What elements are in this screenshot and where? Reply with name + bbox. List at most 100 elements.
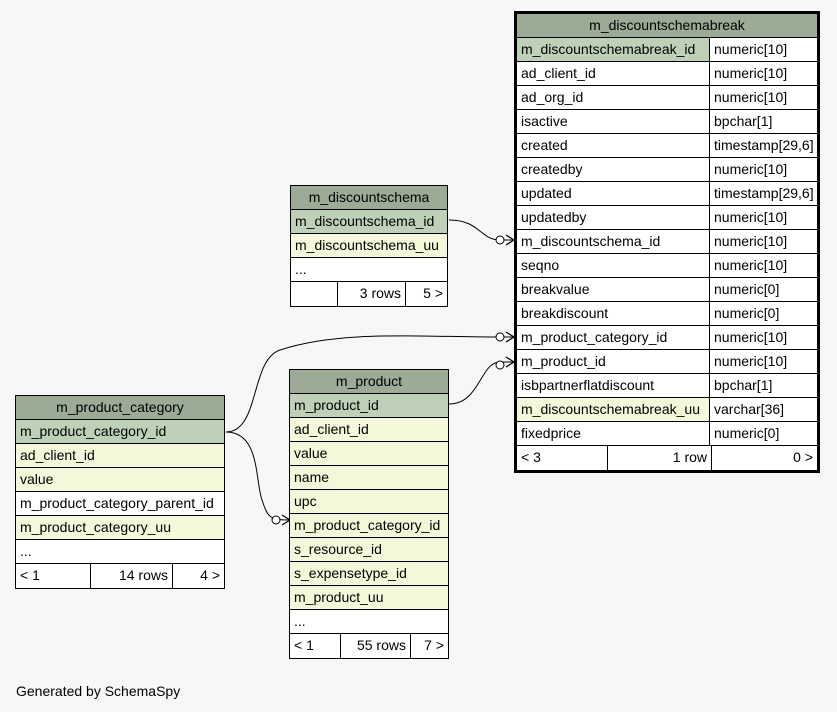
table-row[interactable]: ad_client_id bbox=[16, 444, 224, 468]
footer-row-count: 3 rows bbox=[337, 282, 405, 306]
table-row[interactable]: s_resource_id bbox=[290, 538, 448, 562]
table-row[interactable]: isbpartnerflatdiscount bpchar[1] bbox=[517, 374, 817, 398]
footer-prev-link[interactable] bbox=[291, 282, 337, 306]
column-name: value bbox=[294, 445, 328, 461]
column-name: ad_org_id bbox=[521, 89, 584, 105]
column-type: numeric[0] bbox=[709, 422, 817, 445]
table-columns: m_discountschema_id m_discountschema_uu..… bbox=[291, 210, 447, 306]
table-row[interactable]: ad_client_id bbox=[290, 418, 448, 442]
rel-marker bbox=[495, 235, 505, 245]
table-row[interactable]: value bbox=[16, 468, 224, 492]
column-type: numeric[10] bbox=[709, 158, 817, 181]
table-row[interactable]: m_discountschema_id bbox=[291, 210, 447, 234]
table-row[interactable]: m_discountschemabreak_uu varchar[36] bbox=[517, 398, 817, 422]
column-name: isactive bbox=[521, 113, 568, 129]
column-name: s_resource_id bbox=[294, 541, 382, 557]
column-type: bpchar[1] bbox=[709, 110, 817, 133]
table-row[interactable]: m_discountschema_uu bbox=[291, 234, 447, 258]
footer-prev-link[interactable]: < 3 bbox=[521, 449, 541, 465]
column-name: name bbox=[294, 469, 330, 485]
column-type: numeric[10] bbox=[709, 350, 817, 373]
table-title: m_product bbox=[290, 370, 448, 394]
rel-marker bbox=[495, 332, 505, 342]
column-name: m_product_id bbox=[521, 353, 606, 369]
column-name: m_discountschemabreak_id bbox=[521, 41, 696, 57]
column-name: m_product_category_id bbox=[521, 329, 668, 345]
footer-prev-link[interactable]: < 1 bbox=[294, 637, 314, 653]
column-type: timestamp[29,6] bbox=[709, 134, 817, 157]
table-title: m_discountschema bbox=[291, 186, 447, 210]
column-type: varchar[36] bbox=[709, 398, 817, 421]
column-type: numeric[0] bbox=[709, 278, 817, 301]
column-name: isbpartnerflatdiscount bbox=[521, 377, 655, 393]
table-row[interactable]: ... bbox=[290, 610, 448, 634]
column-name: s_expensetype_id bbox=[294, 565, 407, 581]
column-name: m_product_category_id bbox=[294, 517, 441, 533]
table-row[interactable]: m_product_category_id bbox=[290, 514, 448, 538]
table-row[interactable]: m_product_category_parent_id bbox=[16, 492, 224, 516]
column-name: breakdiscount bbox=[521, 305, 609, 321]
column-name: upc bbox=[294, 493, 317, 509]
table-title: m_discountschemabreak bbox=[517, 14, 817, 38]
column-name: m_discountschema_id bbox=[521, 233, 661, 249]
column-name: ad_client_id bbox=[521, 65, 596, 81]
column-name: ... bbox=[294, 613, 306, 629]
table-m-discountschemabreak[interactable]: m_discountschemabreak m_discountschemabr… bbox=[514, 11, 820, 473]
column-name: seqno bbox=[521, 257, 560, 273]
rel-product-category bbox=[225, 335, 514, 433]
column-name: ... bbox=[295, 261, 307, 277]
column-name: ... bbox=[20, 543, 32, 559]
column-name: m_discountschema_id bbox=[295, 213, 435, 229]
column-name: value bbox=[20, 471, 54, 487]
rel-discountschema bbox=[448, 219, 514, 241]
footer-row-count: 55 rows bbox=[340, 634, 410, 658]
table-row[interactable]: isactive bpchar[1] bbox=[517, 110, 817, 134]
column-name: ad_client_id bbox=[20, 447, 95, 463]
column-type: numeric[10] bbox=[709, 206, 817, 229]
column-name: m_product_uu bbox=[294, 589, 384, 605]
rel-marker bbox=[495, 360, 505, 370]
table-m-product-category[interactable]: m_product_category m_product_category_id… bbox=[15, 395, 225, 589]
table-row[interactable]: m_product_category_id bbox=[16, 420, 224, 444]
table-row[interactable]: value bbox=[290, 442, 448, 466]
table-row[interactable]: upc bbox=[290, 490, 448, 514]
table-row[interactable]: name bbox=[290, 466, 448, 490]
footer-prev-link[interactable]: < 1 bbox=[20, 567, 40, 583]
table-row[interactable]: m_product_id numeric[10] bbox=[517, 350, 817, 374]
footer-next-link[interactable]: 0 > bbox=[711, 446, 817, 470]
table-row[interactable]: ... bbox=[291, 258, 447, 282]
table-row[interactable]: m_product_category_uu bbox=[16, 516, 224, 540]
table-row[interactable]: ... bbox=[16, 540, 224, 564]
table-row[interactable]: m_product_id bbox=[290, 394, 448, 418]
footer-next-link[interactable]: 5 > bbox=[405, 282, 447, 306]
footer-next-link[interactable]: 4 > bbox=[172, 564, 224, 588]
column-name: m_discountschemabreak_uu bbox=[521, 401, 700, 417]
footer-row-count: 14 rows bbox=[90, 564, 172, 588]
column-type: bpchar[1] bbox=[709, 374, 817, 397]
table-row[interactable]: m_product_uu bbox=[290, 586, 448, 610]
column-name: m_discountschema_uu bbox=[295, 237, 439, 253]
footer-next-link[interactable]: 7 > bbox=[410, 634, 448, 658]
table-row[interactable]: s_expensetype_id bbox=[290, 562, 448, 586]
